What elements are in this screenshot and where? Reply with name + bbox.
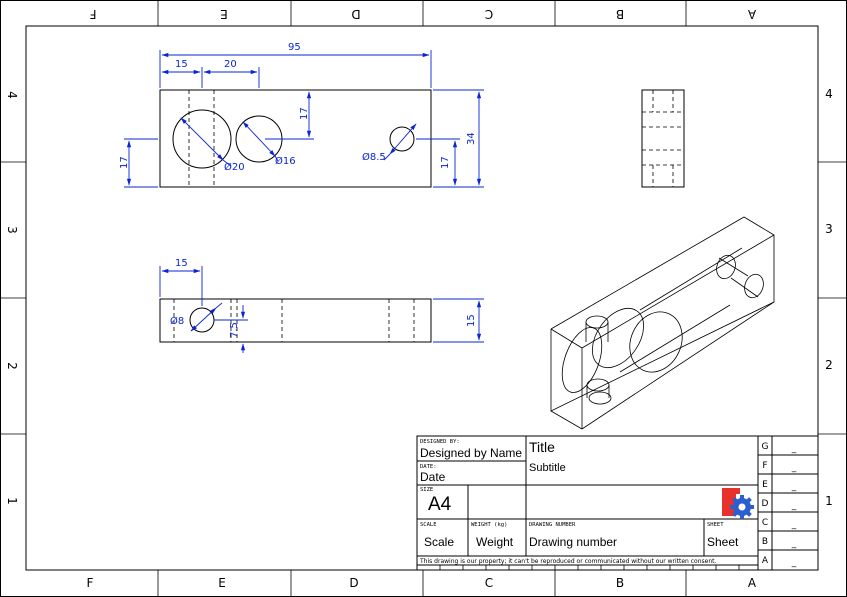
rev-value-g: _ xyxy=(791,444,797,454)
zone-top-c: C xyxy=(485,7,493,21)
isometric-view xyxy=(550,216,775,430)
dim-hole1-x: 15 xyxy=(175,59,188,70)
top-view xyxy=(159,89,432,188)
zone-bottom-a: A xyxy=(748,576,757,590)
title-block-ruler xyxy=(439,565,740,570)
zone-bottom-d: D xyxy=(349,576,358,590)
rev-value-f: _ xyxy=(791,463,797,473)
zone-top-e: E xyxy=(220,7,228,21)
rev-letter-e: E xyxy=(762,480,768,490)
side-view xyxy=(641,89,685,188)
dim-hole2-y: 17 xyxy=(299,107,310,120)
rev-value-a: _ xyxy=(791,558,797,568)
zone-right-3: 3 xyxy=(825,222,833,236)
zone-right-2: 2 xyxy=(825,358,833,372)
sheet-value: Sheet xyxy=(707,535,739,549)
dim-dia-8: Ø8 xyxy=(170,315,184,327)
dim-small-hole-y: 17 xyxy=(440,156,451,169)
rev-value-e: _ xyxy=(791,482,797,492)
drawing-number-label: DRAWING NUMBER xyxy=(529,522,576,528)
zone-bottom-f: F xyxy=(87,576,94,590)
app-logo-icon xyxy=(722,488,754,519)
dim-hole1-y: 17 xyxy=(119,156,130,169)
rev-letter-f: F xyxy=(762,461,767,471)
dim-front-hole-y: 7.5 xyxy=(229,322,240,338)
weight-label: WEIGHT (kg) xyxy=(471,522,507,528)
zone-top-d: D xyxy=(351,7,360,21)
revision-column: G F E D C B A _ _ _ _ _ _ _ xyxy=(762,442,797,568)
drawing-subtitle: Subtitle xyxy=(529,462,566,474)
rev-letter-b: B xyxy=(762,537,768,547)
dim-front-hole-x: 15 xyxy=(175,258,188,269)
zone-bottom-e: E xyxy=(218,576,226,590)
zone-left-3: 3 xyxy=(5,226,19,234)
dim-dia-8-5: Ø8.5 xyxy=(362,151,386,163)
size-value: A4 xyxy=(428,494,452,515)
date-label: DATE: xyxy=(420,464,437,470)
front-view-dimensions: 15 15 7.5 Ø8 xyxy=(159,258,484,353)
dim-dia-20: Ø20 xyxy=(224,161,245,173)
zone-left-2: 2 xyxy=(5,362,19,370)
rev-value-b: _ xyxy=(791,539,797,549)
size-label: SIZE xyxy=(420,487,433,493)
dim-dia-16: Ø16 xyxy=(275,155,296,167)
scale-value: Scale xyxy=(424,535,454,549)
zone-left-4: 4 xyxy=(5,91,19,99)
dim-overall-length: 95 xyxy=(288,42,301,53)
designed-by-label: DESIGNED BY: xyxy=(420,439,460,445)
disclaimer-text: This drawing is our property; it can't b… xyxy=(419,558,716,565)
zone-bottom-c: C xyxy=(485,576,493,590)
title-block xyxy=(416,435,819,571)
zone-top-a: A xyxy=(747,7,756,21)
rev-letter-c: C xyxy=(762,518,768,528)
dim-height: 34 xyxy=(466,132,477,145)
zone-top-b: B xyxy=(616,7,624,21)
rev-letter-d: D xyxy=(762,499,769,509)
top-view-dimensions: 95 15 20 17 17 17 34 Ø20 Ø16 Ø8.5 xyxy=(119,42,484,188)
rev-value-c: _ xyxy=(791,520,797,530)
rev-value-d: _ xyxy=(791,501,797,511)
date-value: Date xyxy=(420,470,446,484)
rev-letter-g: G xyxy=(762,442,769,452)
drawing-number-value: Drawing number xyxy=(529,535,617,549)
drawing-title: Title xyxy=(529,439,555,455)
dim-thickness: 15 xyxy=(466,314,477,327)
designed-by-value: Designed by Name xyxy=(420,446,522,460)
zone-bottom-b: B xyxy=(616,576,624,590)
sheet-label: SHEET xyxy=(707,522,724,528)
zone-top-f: F xyxy=(89,7,96,21)
rev-letter-a: A xyxy=(762,556,769,566)
front-view xyxy=(159,298,432,343)
scale-label: SCALE xyxy=(420,522,437,528)
zone-right-4: 4 xyxy=(825,87,833,101)
zone-right-1: 1 xyxy=(825,494,833,508)
dim-hole-spacing: 20 xyxy=(224,59,237,70)
weight-value: Weight xyxy=(476,535,514,549)
zone-left-1: 1 xyxy=(5,497,19,505)
